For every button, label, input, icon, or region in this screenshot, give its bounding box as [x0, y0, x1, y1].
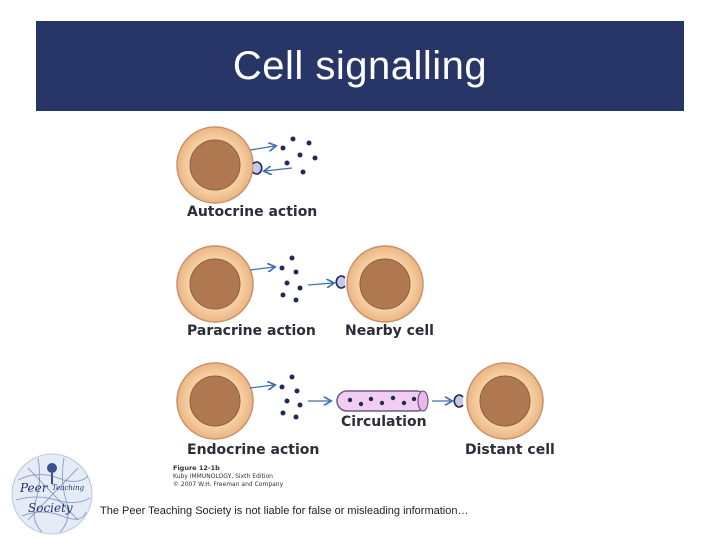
transport-arrow	[307, 283, 333, 285]
autocrine-label: Autocrine action	[187, 204, 317, 220]
figure-number: Figure 12-1b	[173, 464, 220, 472]
figure-caption: Figure 12-1b Kuby IMMUNOLOGY, Sixth Edit…	[173, 464, 284, 488]
signal-molecules	[279, 255, 303, 303]
endocrine-label: Endocrine action	[187, 442, 319, 458]
receptor-icon	[453, 394, 464, 408]
nearby-cell-label: Nearby cell	[345, 323, 434, 339]
signal-molecules	[279, 374, 303, 420]
secretion-arrow	[249, 267, 274, 270]
circulation-label: Circulation	[341, 414, 427, 430]
paracrine-label: Paracrine action	[187, 323, 316, 339]
title-bar: Cell signalling	[36, 21, 684, 111]
receptor-icon	[335, 275, 346, 289]
svg-text:Peer: Peer	[19, 481, 49, 495]
secretion-arrow	[249, 146, 275, 150]
autocrine-cell	[176, 126, 254, 204]
autocrine-group: Autocrine action	[176, 126, 318, 220]
peer-teaching-society-logo: Peer Teaching Society	[11, 453, 93, 535]
receptor-icon	[252, 161, 263, 175]
endocrine-source-cell	[176, 362, 254, 440]
svg-text:Teaching: Teaching	[52, 484, 85, 492]
secretion-arrow	[249, 385, 274, 388]
nearby-cell	[346, 245, 424, 323]
binding-arrow	[265, 168, 293, 171]
distant-cell-label: Distant cell	[465, 442, 555, 458]
signal-molecules	[280, 136, 318, 175]
blood-vessel	[336, 390, 429, 412]
paracrine-source-cell	[176, 245, 254, 323]
svg-text:Society: Society	[28, 501, 73, 515]
figure-source: Kuby IMMUNOLOGY, Sixth Edition	[173, 473, 273, 480]
endocrine-group: Circulation Endocrine action Distant cel…	[176, 362, 555, 458]
disclaimer-text: The Peer Teaching Society is not liable …	[100, 505, 469, 517]
paracrine-group: Paracrine action Nearby cell	[176, 245, 434, 339]
distant-cell	[466, 362, 544, 440]
figure-copyright: © 2007 W.H. Freeman and Company	[173, 481, 284, 488]
slide-title: Cell signalling	[232, 43, 488, 88]
